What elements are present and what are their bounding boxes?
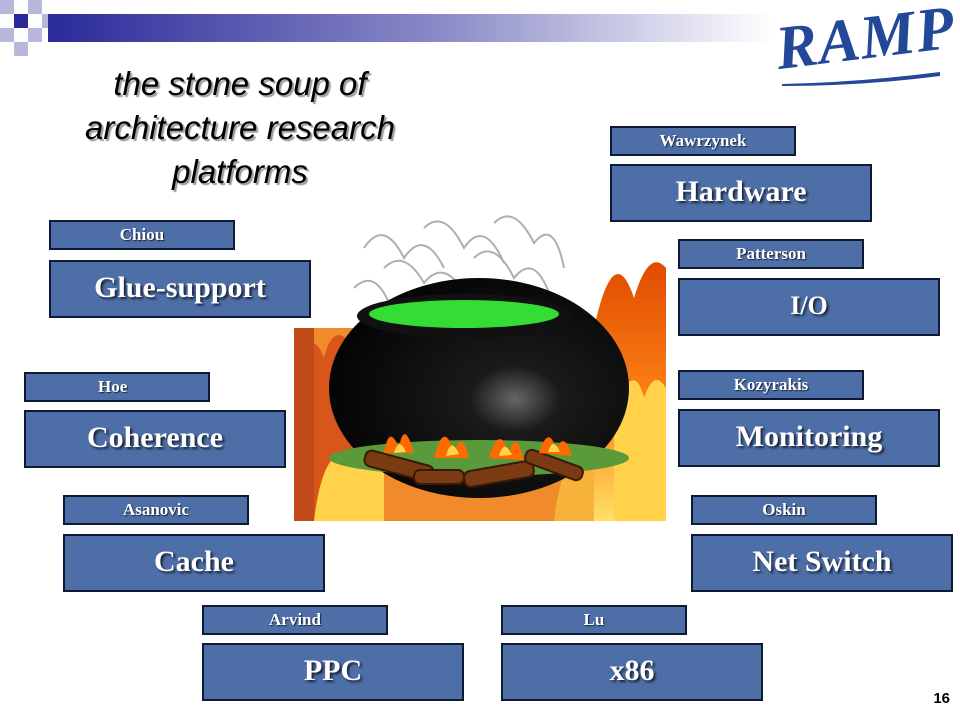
person-label-wawrzynek: Wawrzynek — [610, 126, 796, 156]
area-box-io: I/O — [678, 278, 940, 336]
ramp-logo: RAMP — [772, 0, 959, 83]
area-box-ppc: PPC — [202, 643, 464, 701]
person-label-lu: Lu — [501, 605, 687, 635]
person-label-chiou: Chiou — [49, 220, 235, 250]
person-label-asanovic: Asanovic — [63, 495, 249, 525]
slide-number: 16 — [933, 690, 950, 707]
area-box-net-switch: Net Switch — [691, 534, 953, 592]
cauldron-illustration — [294, 215, 666, 521]
person-label-oskin: Oskin — [691, 495, 877, 525]
slide-title: the stone soup of architecture research … — [85, 65, 395, 190]
corner-squares-decoration — [0, 0, 773, 56]
person-label-patterson: Patterson — [678, 239, 864, 269]
area-box-cache: Cache — [63, 534, 325, 592]
logo-swoosh — [782, 72, 940, 86]
person-label-arvind: Arvind — [202, 605, 388, 635]
person-label-hoe: Hoe — [24, 372, 210, 402]
person-label-kozyrakis: Kozyrakis — [678, 370, 864, 400]
area-box-x86: x86 — [501, 643, 763, 701]
area-box-coherence: Coherence — [24, 410, 286, 468]
area-box-hardware: Hardware — [610, 164, 872, 222]
area-box-glue-support: Glue-support — [49, 260, 311, 318]
area-box-monitoring: Monitoring — [678, 409, 940, 467]
